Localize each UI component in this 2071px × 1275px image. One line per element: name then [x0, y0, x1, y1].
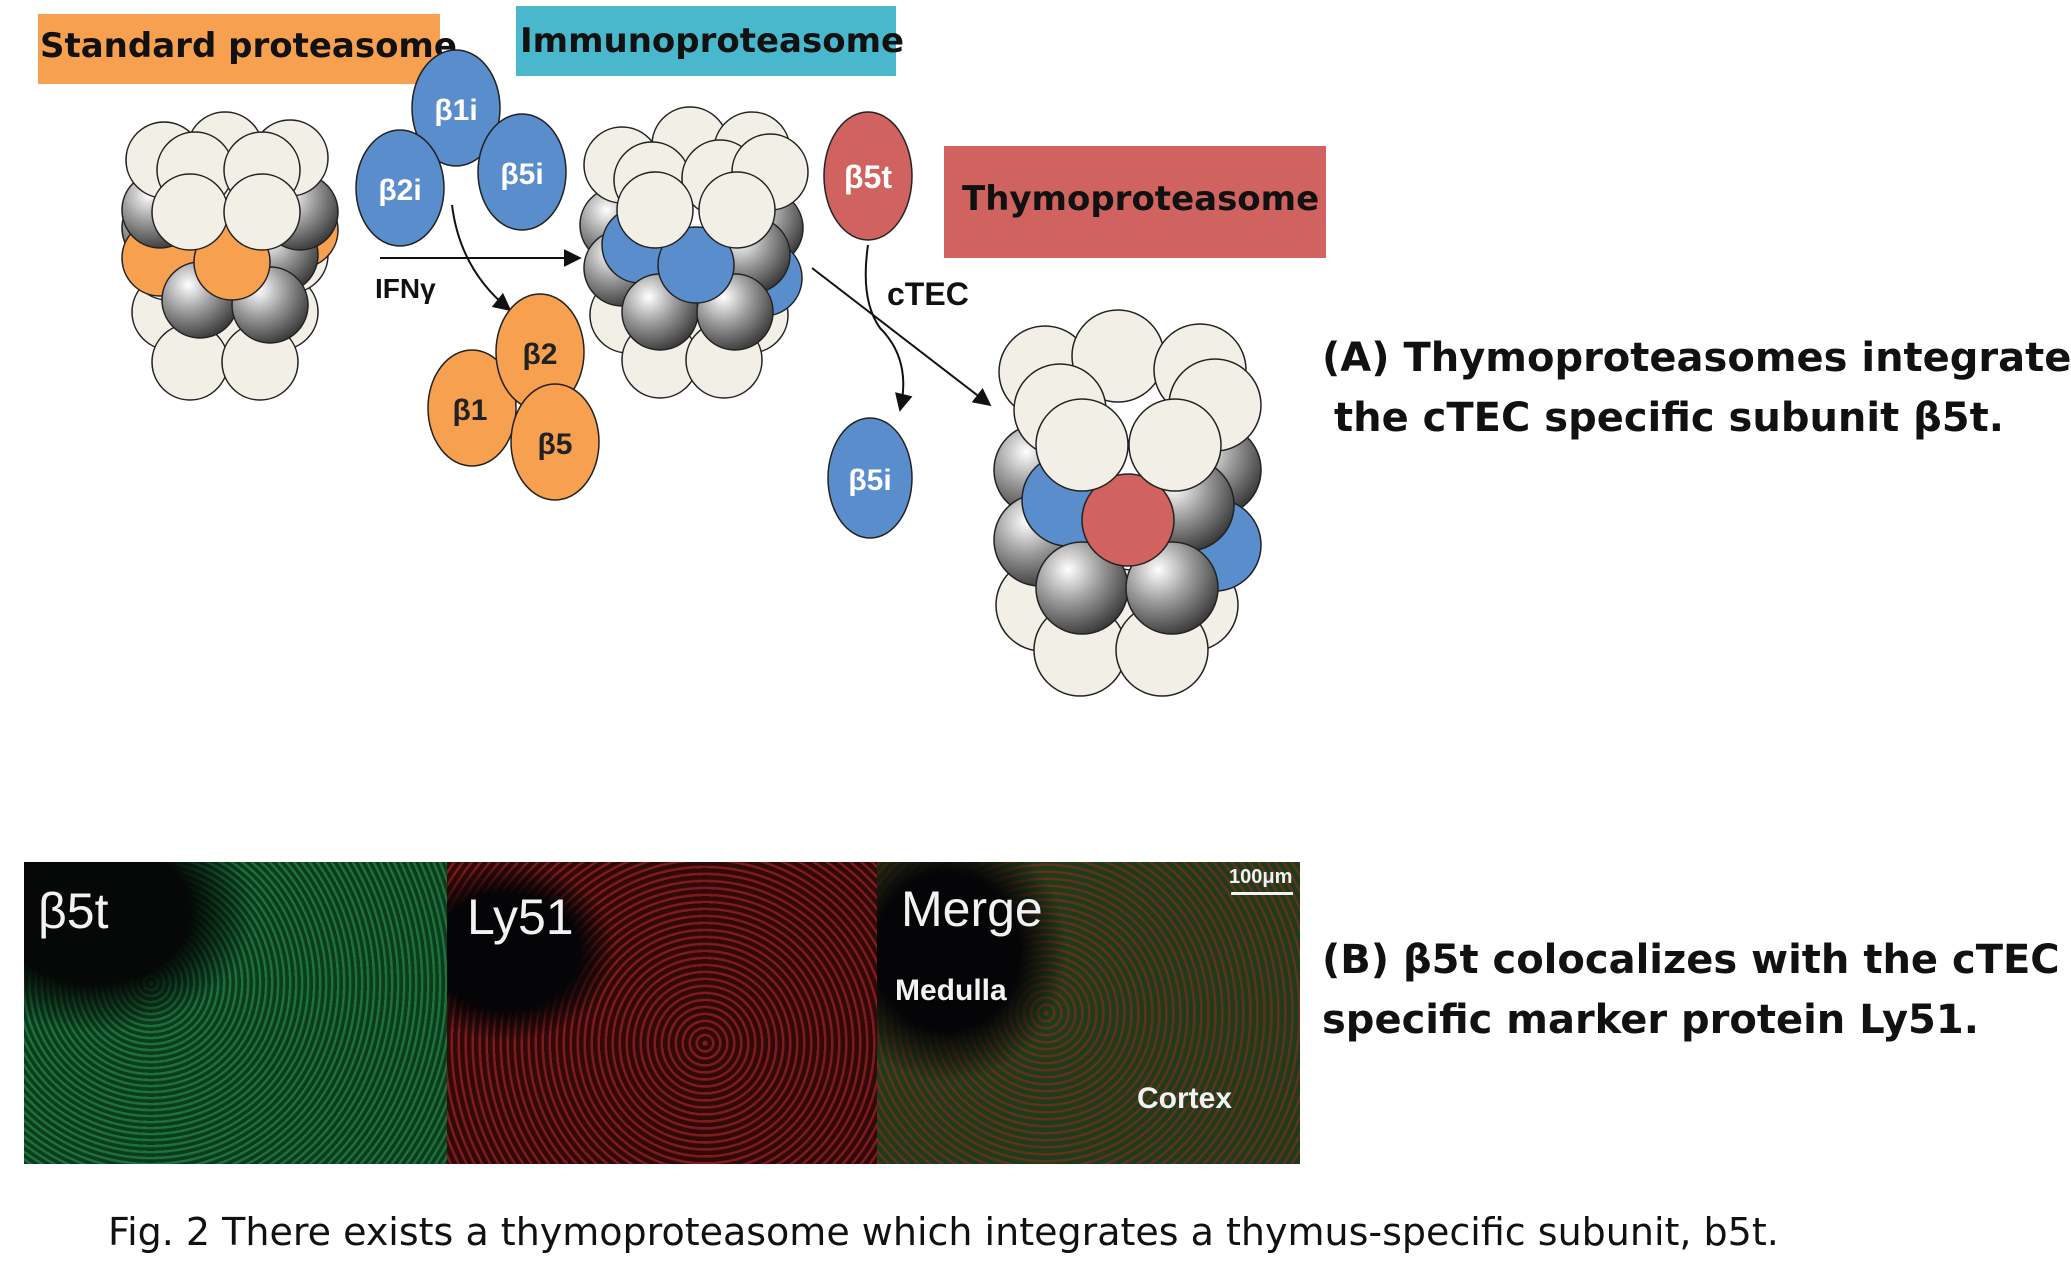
statement-b-line1: (B) β5t colocalizes with the cTEC — [1322, 937, 2060, 983]
statement-a-line2: the cTEC specific subunit β5t. — [1334, 395, 2004, 441]
cortex-label: Cortex — [1137, 1082, 1233, 1115]
svg-text:β1i: β1i — [434, 94, 477, 127]
microscopy-image: β5t Ly51 Merge Medulla Cortex 100μm — [24, 862, 1300, 1164]
ctec-arrow — [811, 267, 992, 407]
figure-caption: Fig. 2 There exists a thymoproteasome wh… — [108, 1210, 1779, 1254]
merge-panel-label: Merge — [901, 881, 1043, 937]
statement-b-line2: specific marker protein Ly51. — [1322, 997, 1979, 1043]
b5i-subunit-top: β5i — [477, 113, 567, 231]
ly51-panel-label: Ly51 — [467, 889, 574, 945]
b5i-subunit-free: β5i — [827, 417, 913, 539]
scale-bar-label: 100μm — [1229, 866, 1293, 888]
svg-text:β2: β2 — [523, 338, 558, 371]
svg-text:Thymoproteasome: Thymoproteasome — [962, 179, 1319, 219]
b2-subunit: β2 — [495, 293, 585, 411]
svg-text:β5i: β5i — [848, 464, 891, 497]
ifng-label: IFNγ — [375, 273, 436, 304]
exchange-arrow — [864, 244, 913, 412]
ly51-panel: Ly51 — [447, 862, 877, 1164]
immunoproteasome — [579, 106, 809, 399]
release-arrow — [451, 204, 512, 312]
statement-a-line1: (A) Thymoproteasomes integrate — [1322, 335, 2071, 381]
figure-page: Standard proteasome Immunoproteasome Thy… — [24, 6, 2071, 1254]
merge-panel: Merge Medulla Cortex 100μm — [877, 862, 1300, 1164]
b1i-subunit: β1i — [411, 49, 501, 167]
svg-text:β1: β1 — [453, 394, 488, 427]
standard-proteasome — [121, 111, 339, 401]
b5-subunit: β5 — [510, 383, 600, 501]
thymoproteasome-label: Thymoproteasome — [944, 146, 1326, 258]
ctec-label: cTEC — [887, 276, 969, 312]
svg-text:β5i: β5i — [500, 158, 543, 191]
b5t-panel: β5t — [24, 862, 447, 1164]
svg-text:β5t: β5t — [844, 159, 892, 195]
proteasome-diagram: Standard proteasome Immunoproteasome Thy… — [38, 6, 1326, 697]
b5t-panel-label: β5t — [38, 883, 109, 939]
b1-subunit: β1 — [427, 349, 517, 467]
svg-text:Immunoproteasome: Immunoproteasome — [520, 21, 904, 61]
svg-text:β5: β5 — [538, 428, 573, 461]
svg-text:Standard proteasome: Standard proteasome — [40, 26, 457, 66]
immunoproteasome-label: Immunoproteasome — [516, 6, 904, 76]
b2i-subunit: β2i — [355, 129, 445, 247]
svg-text:β2i: β2i — [378, 174, 421, 207]
thymoproteasome — [993, 309, 1262, 697]
medulla-label: Medulla — [895, 974, 1007, 1007]
scale-bar — [1231, 892, 1293, 895]
standard-proteasome-label: Standard proteasome — [38, 14, 457, 84]
b5t-subunit: β5t — [823, 111, 913, 241]
